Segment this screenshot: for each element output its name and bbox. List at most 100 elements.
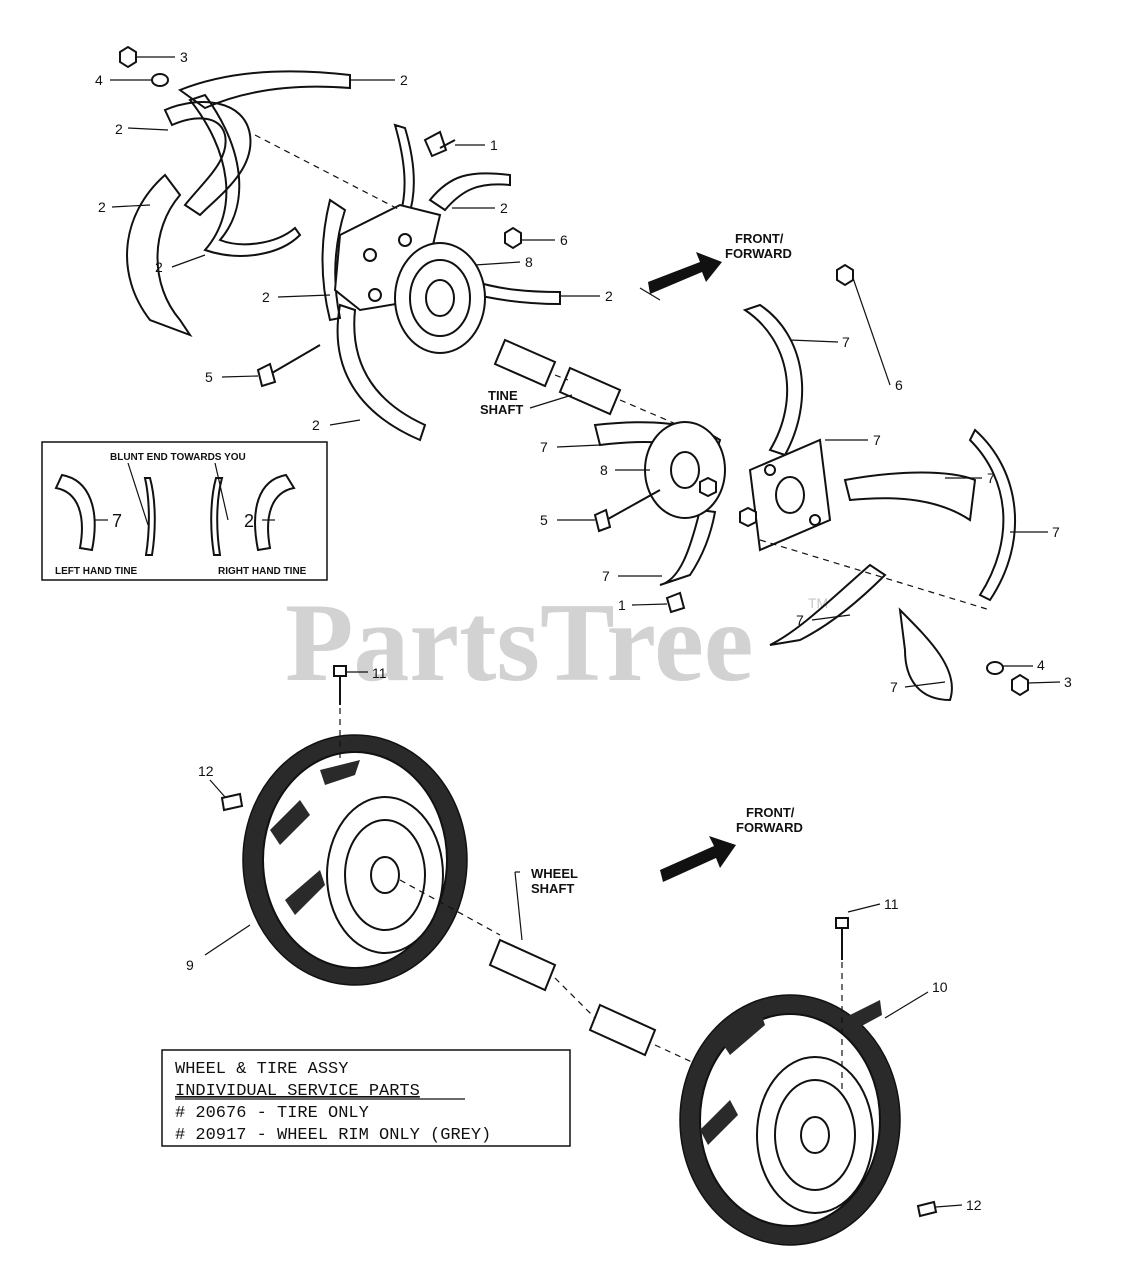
service-line: WHEEL & TIRE ASSY bbox=[175, 1060, 348, 1079]
assembly-line bbox=[619, 399, 691, 431]
inset-left-number: 7 bbox=[112, 511, 122, 531]
rim-ring bbox=[774, 1079, 856, 1191]
callout-5: 5 bbox=[540, 512, 548, 528]
callout-12: 12 bbox=[198, 763, 214, 779]
wheel-shaft-tube bbox=[488, 938, 557, 992]
wheel-hub bbox=[800, 1116, 830, 1154]
callout-2: 2 bbox=[500, 200, 508, 216]
front-forward-arrow-bottom: FRONT/ FORWARD bbox=[660, 805, 803, 882]
flange-hole bbox=[398, 233, 412, 247]
service-box-frame bbox=[161, 1049, 571, 1147]
klik-pin bbox=[916, 1200, 938, 1218]
bolt-shank bbox=[439, 139, 456, 149]
callout-7: 7 bbox=[842, 334, 850, 350]
callout-3: 3 bbox=[1064, 674, 1072, 690]
left-tine-assembly bbox=[126, 70, 561, 442]
bolt-shank bbox=[271, 344, 321, 374]
tine-blade bbox=[336, 303, 427, 442]
tine-blade bbox=[742, 303, 804, 457]
direction-arrow-icon bbox=[660, 836, 736, 882]
left-hand-tine-icon bbox=[54, 473, 96, 552]
callout-5: 5 bbox=[205, 369, 213, 385]
tine-blade bbox=[769, 563, 887, 646]
lock-washer bbox=[151, 73, 169, 87]
callout-2: 2 bbox=[98, 199, 106, 215]
callout-7: 7 bbox=[890, 679, 898, 695]
callout-4: 4 bbox=[1037, 657, 1045, 673]
inset-frame bbox=[41, 441, 328, 581]
tine-hub bbox=[644, 421, 726, 519]
hex-nut bbox=[836, 263, 854, 287]
front-forward-label: FRONT/ bbox=[746, 805, 795, 820]
callout-8: 8 bbox=[600, 462, 608, 478]
tine-shaft-label: TINE bbox=[488, 388, 518, 403]
left-hand-tine-caption: LEFT HAND TINE bbox=[55, 566, 138, 577]
service-line: INDIVIDUAL SERVICE PARTS bbox=[175, 1082, 420, 1101]
watermark: PartsTree bbox=[285, 581, 754, 705]
callout-1: 1 bbox=[490, 137, 498, 153]
hub-bore bbox=[775, 476, 805, 514]
tine-blade bbox=[428, 172, 511, 212]
tine-blade bbox=[843, 471, 977, 522]
callout-2: 2 bbox=[312, 417, 320, 433]
right-tine-assembly bbox=[593, 263, 1029, 702]
tine-blade bbox=[463, 278, 561, 306]
watermark-tm: TM bbox=[808, 595, 828, 611]
right-wheel bbox=[679, 917, 938, 1246]
callout-3: 3 bbox=[180, 49, 188, 65]
tine-blade bbox=[393, 123, 415, 220]
klik-pin bbox=[220, 792, 244, 812]
hub-bore bbox=[425, 279, 455, 317]
assembly-line bbox=[399, 879, 501, 936]
hex-nut bbox=[739, 506, 757, 528]
callout-2: 2 bbox=[262, 289, 270, 305]
right-hand-tine-edge-icon bbox=[210, 477, 224, 556]
tine-blade bbox=[321, 198, 347, 322]
tire-lug bbox=[270, 760, 360, 915]
bolt-head bbox=[835, 917, 849, 929]
assembly-line bbox=[759, 539, 991, 611]
tine-shaft-label: SHAFT bbox=[480, 402, 523, 417]
tine-blade bbox=[898, 607, 953, 702]
callout-2: 2 bbox=[155, 259, 163, 275]
tine-blade bbox=[968, 428, 1016, 602]
inset-right-number: 2 bbox=[244, 511, 254, 531]
tine-shaft bbox=[493, 338, 691, 431]
front-forward-arrow-top: FRONT/ FORWARD bbox=[639, 231, 792, 301]
front-forward-label: FRONT/ bbox=[735, 231, 784, 246]
callout-6: 6 bbox=[560, 232, 568, 248]
callout-7: 7 bbox=[987, 470, 995, 486]
assembly-line bbox=[554, 977, 596, 1019]
tine-hub bbox=[394, 242, 486, 354]
tine-flange bbox=[748, 438, 832, 552]
tine-blade bbox=[126, 173, 193, 338]
left-hand-tine-edge-icon bbox=[143, 477, 156, 556]
hub-ring bbox=[670, 451, 700, 489]
tine-shaft-tube bbox=[493, 338, 557, 388]
lock-washer bbox=[986, 661, 1004, 675]
wheel-hub bbox=[370, 856, 400, 894]
bolt-head bbox=[333, 665, 347, 677]
hex-nut bbox=[504, 226, 522, 250]
direction-arrow-icon bbox=[648, 252, 722, 294]
callout-7: 7 bbox=[873, 432, 881, 448]
bolt-head bbox=[423, 130, 448, 158]
tine-blade bbox=[188, 93, 302, 257]
rim-ring bbox=[344, 819, 426, 931]
hex-nut bbox=[1011, 673, 1029, 697]
callout-8: 8 bbox=[525, 254, 533, 270]
callouts: 3 4 2 2 2 2 2 2 2 2 1 6 8 5 7 bbox=[95, 49, 1072, 1213]
callout-2: 2 bbox=[115, 121, 123, 137]
bolt-head bbox=[665, 591, 686, 614]
wheel-shaft-label: SHAFT bbox=[531, 881, 574, 896]
callout-9: 9 bbox=[186, 957, 194, 973]
tine-blade bbox=[163, 101, 252, 217]
callout-2: 2 bbox=[400, 72, 408, 88]
service-line: # 20917 - WHEEL RIM ONLY (GREY) bbox=[175, 1126, 491, 1145]
tine-blade bbox=[659, 508, 717, 586]
hub-ring bbox=[409, 259, 471, 337]
right-hand-tine-icon bbox=[254, 473, 296, 552]
callout-7: 7 bbox=[602, 568, 610, 584]
front-forward-label: FORWARD bbox=[736, 820, 803, 835]
